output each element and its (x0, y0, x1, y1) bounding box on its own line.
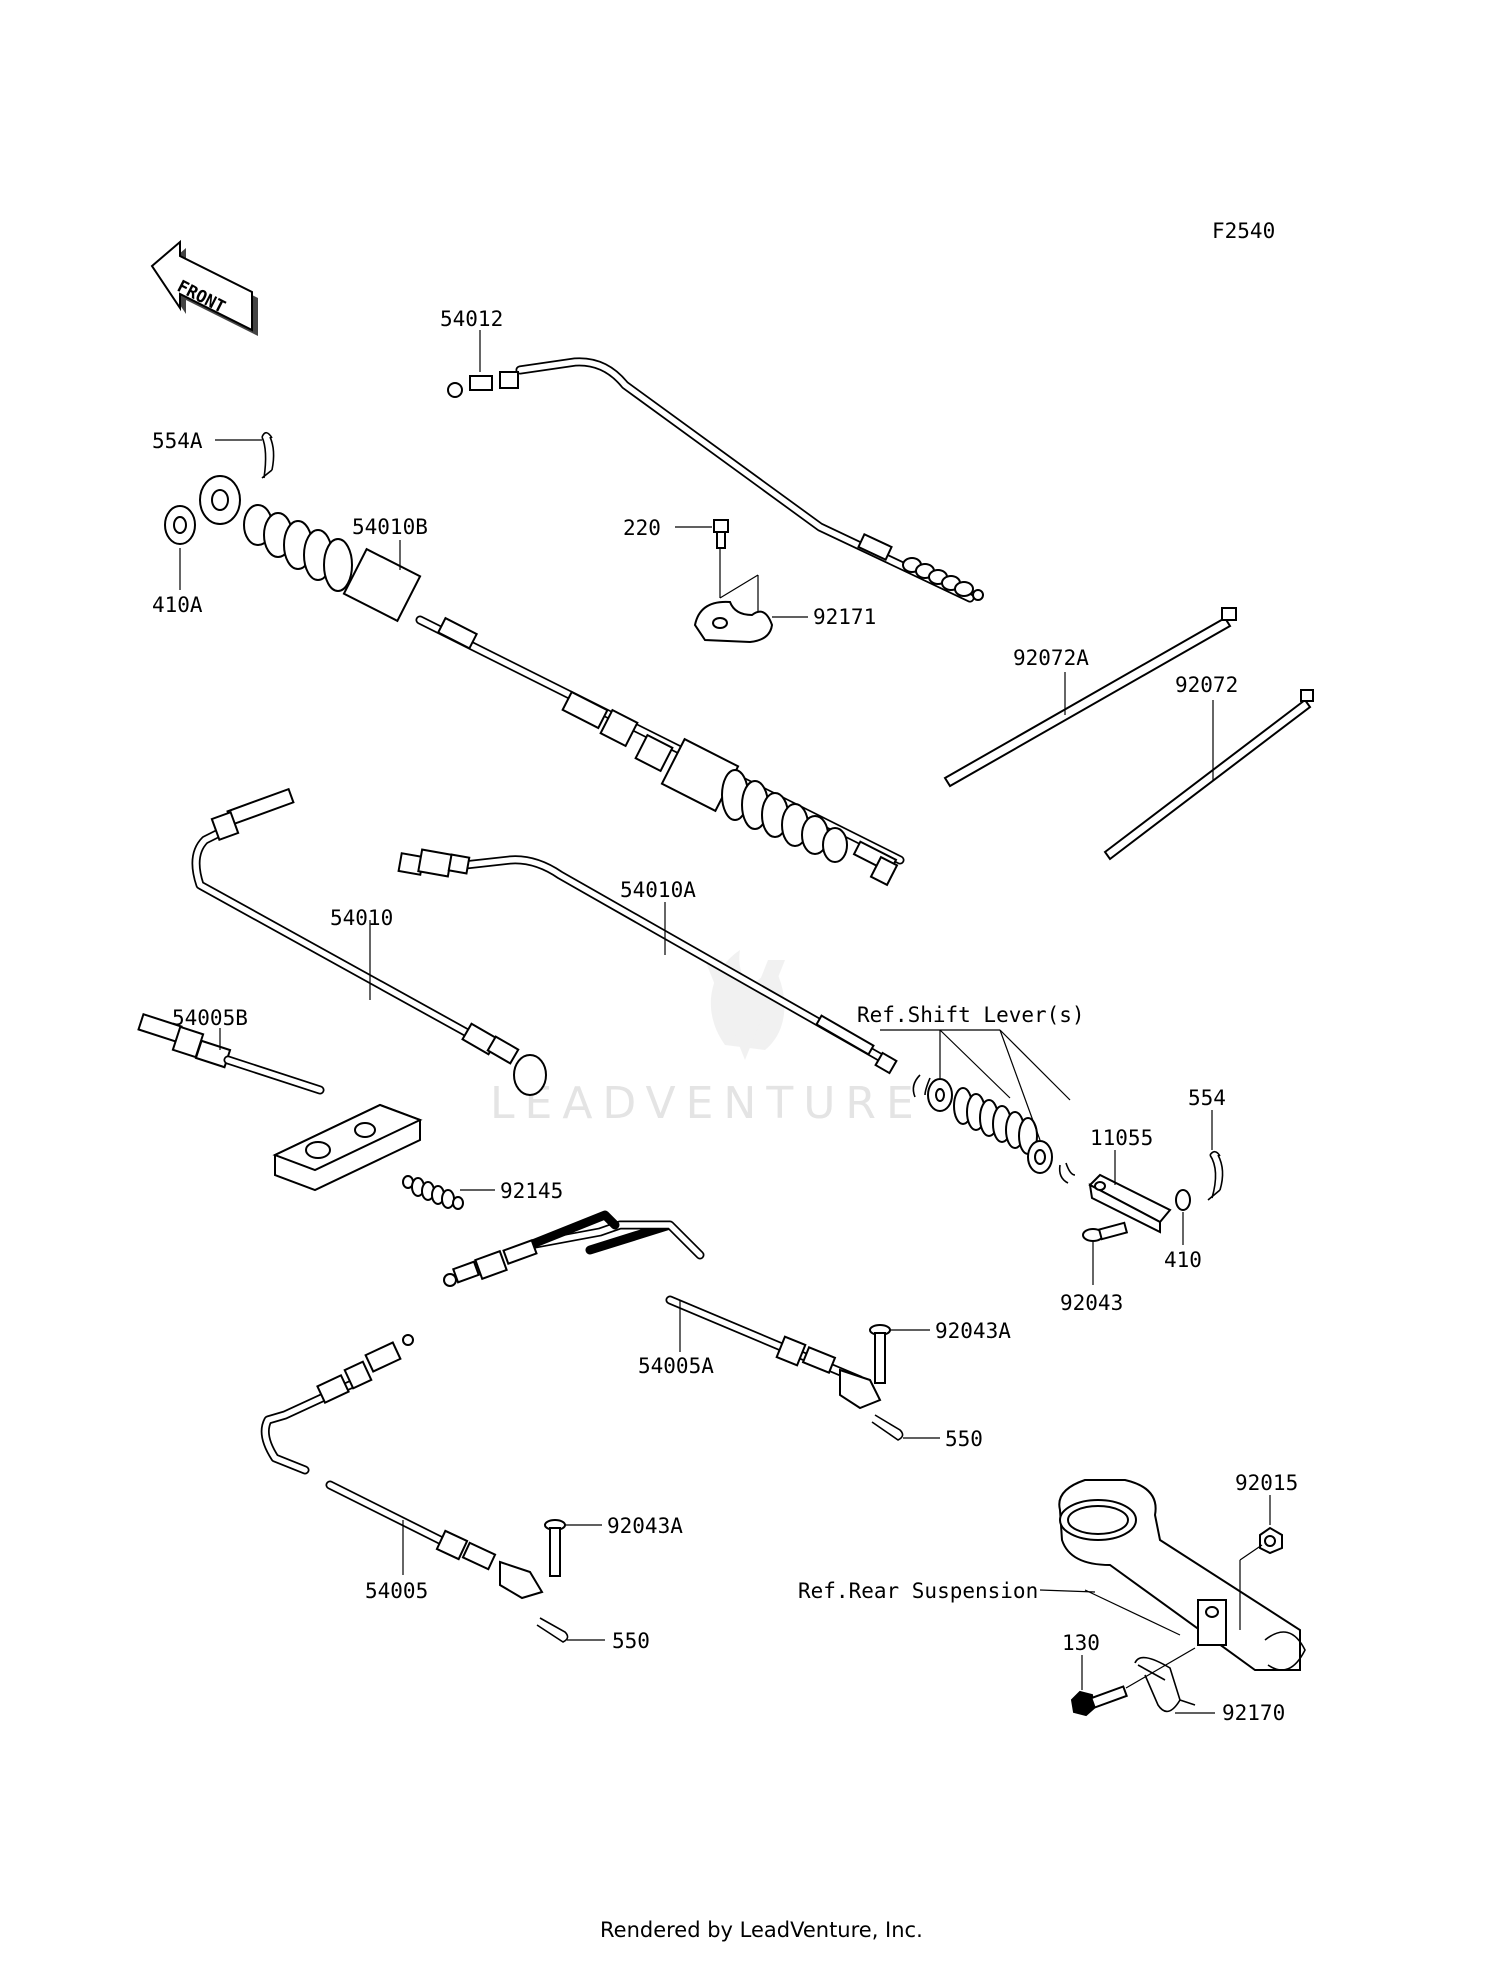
callout-54010: 54010 (330, 906, 393, 930)
callout-410: 410 (1164, 1248, 1202, 1272)
part-92072A-tie (943, 607, 1237, 788)
callout-11055: 11055 (1090, 1126, 1153, 1150)
callout-54005A: 54005A (638, 1354, 714, 1378)
callout-92043A-2: 92043A (607, 1514, 683, 1538)
callout-92170: 92170 (1222, 1701, 1285, 1725)
boot-54012 (902, 557, 984, 601)
part-130-bolt (1070, 1685, 1128, 1717)
watermark: LEADVENTURE (490, 950, 924, 1129)
watermark-text: LEADVENTURE (490, 1078, 924, 1129)
part-54005-cable (260, 1334, 544, 1600)
callout-54010A: 54010A (620, 878, 696, 902)
part-54012-cable (447, 357, 984, 603)
part-554A-clip (261, 431, 275, 479)
part-92015-nut (1259, 1526, 1283, 1555)
spring-shift (953, 1087, 1038, 1155)
callout-92043A-1: 92043A (935, 1319, 1011, 1343)
callout-554: 554 (1188, 1086, 1226, 1110)
eye-end-54010B (199, 475, 241, 525)
part-220-bolt (713, 519, 729, 549)
diagram-code: F2540 (1212, 219, 1275, 243)
part-410A-washer (164, 505, 196, 545)
part-54005A-cable (443, 1210, 882, 1410)
boot-upper-54010B (243, 504, 422, 623)
callout-220: 220 (623, 516, 661, 540)
part-92043A-pin-1 (869, 1324, 891, 1384)
part-92072-tie (1103, 689, 1314, 861)
callout-54005B: 54005B (172, 1006, 248, 1030)
callout-54012: 54012 (440, 307, 503, 331)
part-54010-cable (191, 787, 547, 1096)
spring-end-54010A (397, 848, 471, 878)
part-550-cotter-1 (871, 1414, 904, 1441)
part-554-clip (1207, 1150, 1224, 1201)
callout-410A: 410A (152, 593, 203, 617)
callout-ref-rear-suspension: Ref.Rear Suspension (798, 1579, 1038, 1603)
knob-54010 (486, 1035, 547, 1096)
part-92171-clamp (693, 600, 774, 644)
part-410-washer (1175, 1189, 1191, 1211)
callout-130: 130 (1062, 1631, 1100, 1655)
part-11055-link (1088, 1173, 1172, 1234)
shift-lever-parts (912, 1074, 1076, 1184)
part-92170-pin (1134, 1656, 1196, 1713)
callout-92072A: 92072A (1013, 646, 1089, 670)
part-550-cotter-2 (536, 1617, 569, 1643)
callout-54005: 54005 (365, 1579, 428, 1603)
callout-ref-shift-lever: Ref.Shift Lever(s) (857, 1003, 1085, 1027)
part-54005B-cable (137, 1012, 423, 1192)
callout-54010B: 54010B (352, 515, 428, 539)
callout-92043: 92043 (1060, 1291, 1123, 1315)
callout-92015: 92015 (1235, 1471, 1298, 1495)
boot-lower-54010B (660, 737, 848, 863)
part-54010A-cable (397, 848, 898, 1075)
part-54010B-cable (199, 475, 905, 887)
callout-550-2: 550 (612, 1629, 650, 1653)
callout-92072: 92072 (1175, 673, 1238, 697)
callout-92171: 92171 (813, 605, 876, 629)
callout-550-1: 550 (945, 1427, 983, 1451)
part-92145-spring (402, 1175, 464, 1210)
front-arrow-icon: FRONT (150, 239, 258, 336)
callout-92145: 92145 (500, 1179, 563, 1203)
part-92043-pin (1082, 1221, 1129, 1242)
bracket-54005B (272, 1103, 423, 1192)
callout-554A: 554A (152, 429, 203, 453)
part-92043A-pin-2 (544, 1519, 566, 1577)
footer-credit: Rendered by LeadVenture, Inc. (600, 1918, 923, 1942)
